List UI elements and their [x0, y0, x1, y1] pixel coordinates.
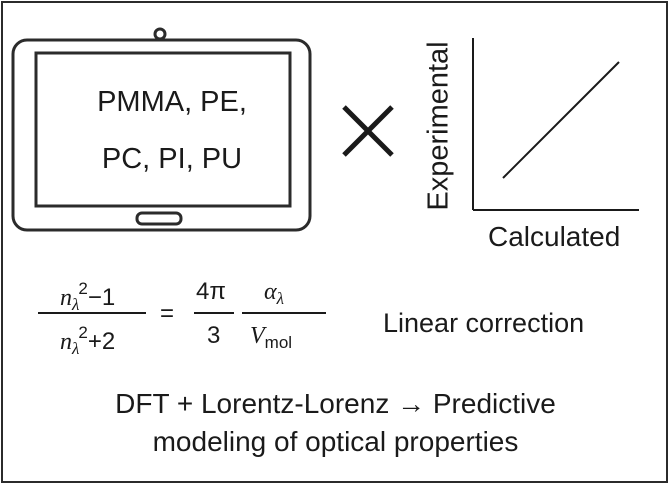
tablet-home-button [135, 211, 183, 226]
three: 3 [207, 322, 221, 349]
four-pi: 4π [196, 278, 226, 305]
plot-y-label: Experimental [422, 41, 455, 211]
alpha-fraction-bar [242, 312, 326, 314]
linear-correction-label: Linear correction [383, 308, 585, 338]
polymer-list-line1: PMMA, PE, [97, 86, 247, 118]
plot-fit-line [502, 61, 620, 179]
polymer-list-line2: PC, PI, PU [101, 143, 243, 175]
coef-fraction-bar [194, 312, 234, 314]
tablet-camera [153, 27, 167, 41]
molar-volume: Vmol [250, 323, 293, 352]
lhs-denominator: nλ2+2 [60, 323, 116, 358]
plot-x-label: Calculated [488, 221, 621, 252]
polarizability: αλ [264, 279, 284, 308]
tablet-screen [34, 51, 292, 208]
lorentz-lorenz-formula: nλ2−1 nλ2+2 = 4π 3 αλ Vmol [28, 272, 328, 362]
multiply-icon [342, 105, 394, 157]
caption-line2: modeling of optical properties [152, 426, 519, 457]
caption-line1: DFT + Lorentz-Lorenz → Predictive [115, 388, 556, 419]
equals-sign: = [160, 300, 175, 327]
lhs-fraction-bar [38, 312, 146, 314]
lhs-numerator: nλ2−1 [60, 279, 116, 314]
